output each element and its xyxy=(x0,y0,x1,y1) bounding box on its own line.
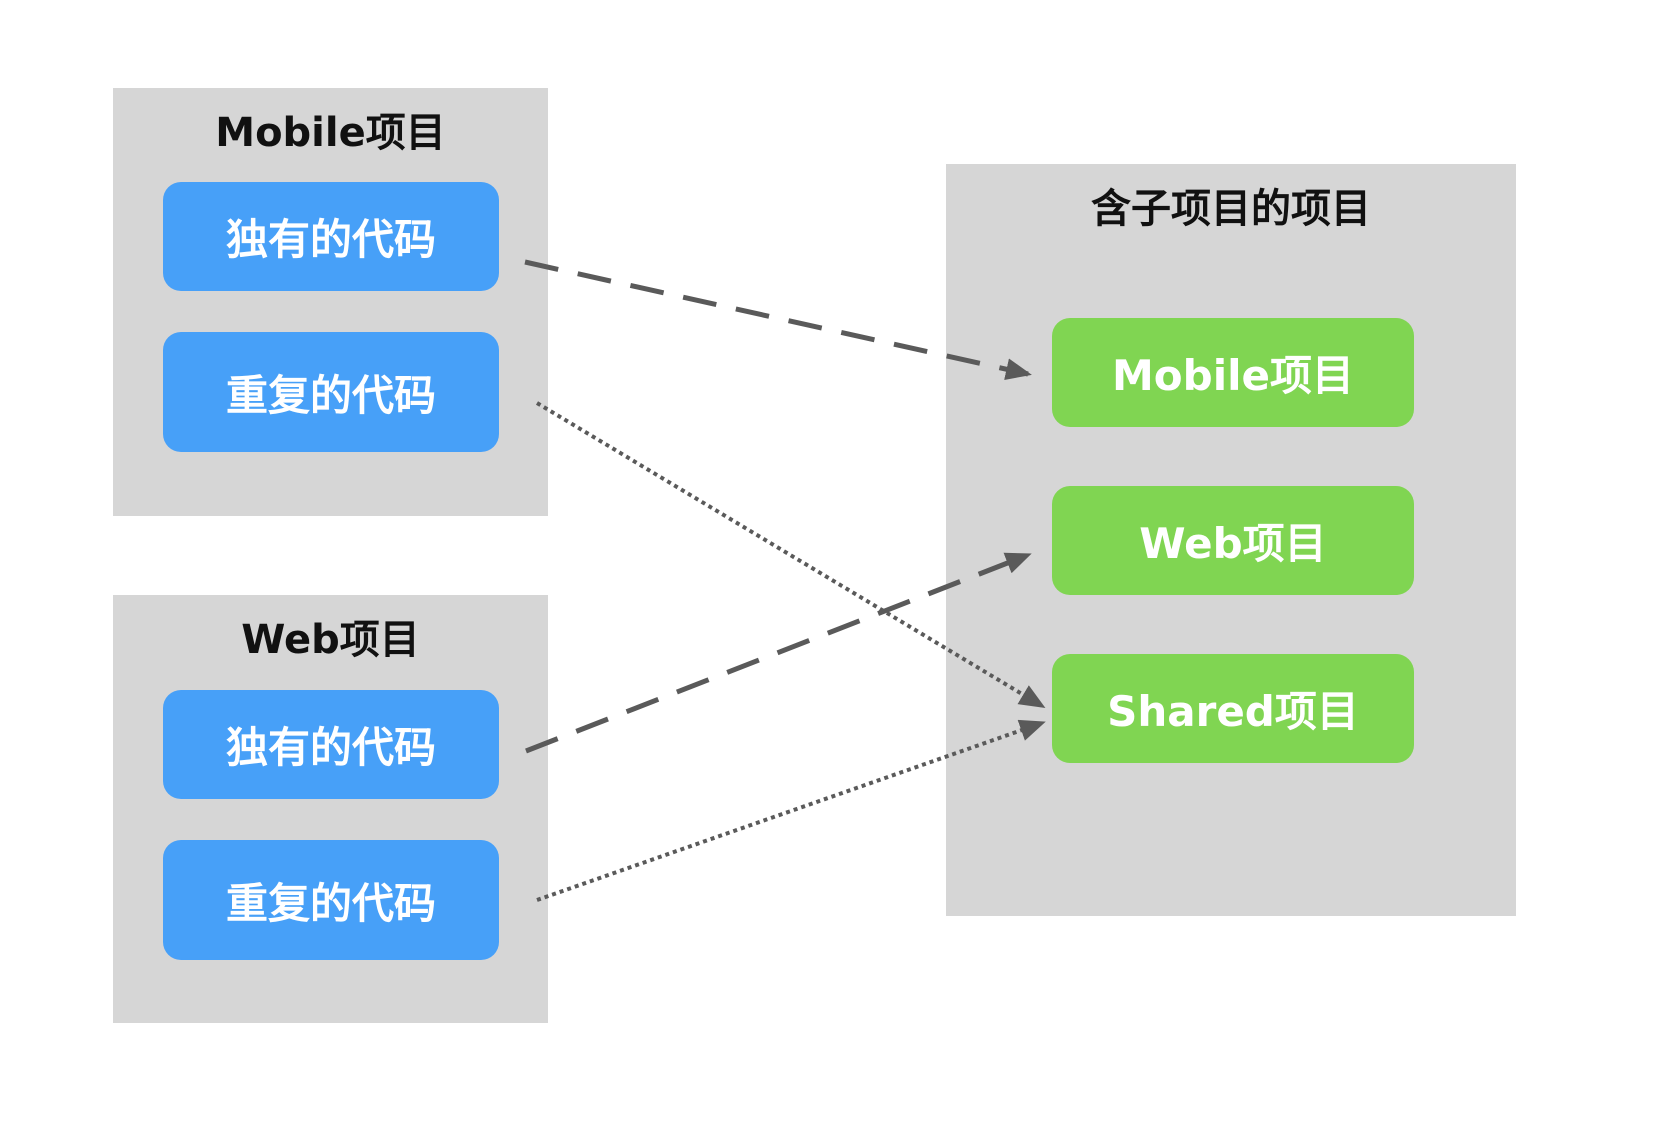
web-duplicate-code: 重复的代码 xyxy=(163,840,499,960)
mobile-duplicate-code: 重复的代码 xyxy=(163,332,499,452)
mobile-project-title: Mobile项目 xyxy=(215,110,446,156)
sub-project-mobile: Mobile项目 xyxy=(1052,318,1414,427)
web-unique-code: 独有的代码 xyxy=(163,690,499,799)
mobile-unique-code: 独有的代码 xyxy=(163,182,499,291)
container-project-title: 含子项目的项目 xyxy=(1091,186,1371,232)
web-project-title: Web项目 xyxy=(241,617,420,663)
sub-project-web: Web项目 xyxy=(1052,486,1414,595)
sub-project-shared: Shared项目 xyxy=(1052,654,1414,763)
